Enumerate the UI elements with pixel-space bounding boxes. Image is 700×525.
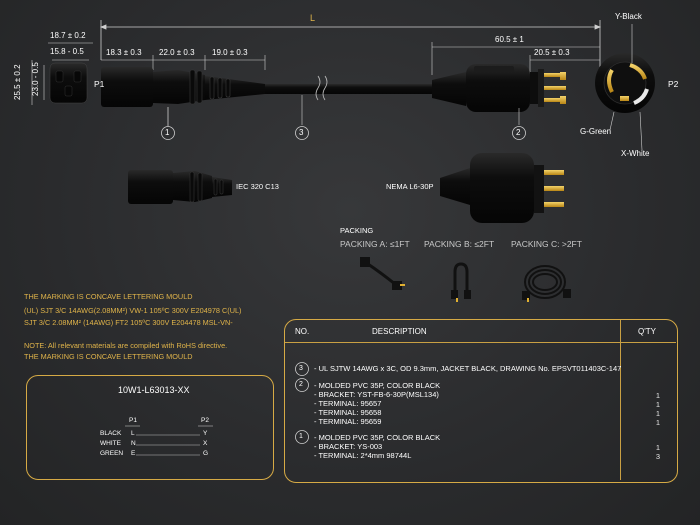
c13-photo [128, 170, 232, 204]
packing-c: PACKING C: >2FT [511, 239, 582, 249]
wiring-lines [125, 425, 213, 456]
bom-line: - TERMINAL: 2*4mm 98744L [314, 451, 412, 460]
dim-mid-lines [101, 42, 600, 75]
packing-title: PACKING [340, 226, 374, 235]
pin-y-black-label: Y-Black [615, 12, 642, 21]
circle-markers [161, 107, 526, 140]
bom-qty: 3 [655, 452, 660, 461]
bom-line: - BRACKET: YST-FB-6-30P(MSL134) [314, 390, 439, 399]
p1-socket-face [49, 62, 88, 104]
l6-30p-plug-drawing [432, 64, 566, 125]
p2-label: P2 [668, 79, 679, 89]
bom-line: - MOLDED PVC 35P, COLOR BLACK [314, 433, 441, 442]
dim-60-5: 60.5 ± 1 [495, 35, 524, 44]
iec-label: IEC 320 C13 [236, 182, 279, 191]
bom-circles [295, 362, 309, 444]
note-marking-1: THE MARKING IS CONCAVE LETTERING MOULD [24, 292, 193, 301]
wiring-row-p1: E [131, 450, 136, 457]
bom-qty: 1 [655, 443, 660, 452]
bom-item-no: 3 [299, 365, 303, 372]
wiring-row-p1: L [131, 430, 135, 437]
note-rohs: NOTE: All relevant materials are compile… [24, 341, 228, 350]
dim-19-0: 19.0 ± 0.3 [212, 48, 248, 57]
bom-qty: 1 [655, 418, 660, 427]
bom-qty-divider [620, 320, 622, 480]
cable-drawing [265, 75, 445, 125]
note-marking-2: THE MARKING IS CONCAVE LETTERING MOULD [24, 352, 193, 361]
note-ul-spec: (UL) SJT 3/C 14AWG(2.08MM²) VW-1 105ºC 3… [24, 306, 242, 315]
dim-18-3: 18.3 ± 0.3 [106, 48, 142, 57]
bom-line: - MOLDED PVC 35P, COLOR BLACK [314, 381, 441, 390]
p2-plug-face [595, 24, 655, 151]
bom-line: - BRACKET: YS-003 [314, 442, 383, 451]
packing-icons [360, 257, 571, 302]
bom-qty: 1 [655, 409, 660, 418]
dim-p1-lines [31, 42, 93, 105]
dim-p1-height1: 25.5 ± 0.2 [13, 64, 22, 100]
wiring-row-p2: Y [203, 430, 208, 437]
wiring-row-color: BLACK [100, 430, 122, 437]
bom-header-description: DESCRIPTION [372, 327, 427, 336]
wiring-row-color: GREEN [100, 450, 124, 457]
note-sjt-spec: SJT 3/C 2.08MM² (14AWG) FT2 105ºC 300V E… [24, 318, 233, 327]
dim-p1-width1: 18.7 ± 0.2 [50, 31, 86, 40]
bom-table [284, 319, 678, 483]
bom-item-no: 1 [299, 433, 303, 440]
bom-qty: 1 [655, 400, 660, 409]
dim-p1-height2: 23.0 - 0.5 [31, 62, 40, 96]
nema-label: NEMA L6-30P [386, 182, 434, 191]
dim-L-line [99, 20, 602, 75]
packing-b: PACKING B: ≤2FT [424, 239, 495, 249]
p1-label: P1 [94, 79, 105, 89]
wiring-row-p2: X [203, 440, 208, 447]
bom-qty: 1 [655, 391, 660, 400]
wiring-col-p1: P1 [129, 417, 137, 424]
callout-2: 2 [516, 128, 521, 137]
wiring-row-p2: G [203, 450, 209, 457]
dim-22-0: 22.0 ± 0.3 [159, 48, 195, 57]
wiring-row-p1: N [131, 440, 136, 447]
callout-3: 3 [299, 128, 304, 137]
part-number: 10W1-L63013-XX [118, 385, 190, 395]
callout-1: 1 [165, 128, 170, 137]
c13-connector-drawing [101, 67, 265, 107]
dim-L-label: L [310, 13, 316, 23]
wiring-col-p2: P2 [201, 417, 209, 424]
bom-line: - TERMINAL: 95658 [314, 408, 382, 417]
wiring-box [26, 375, 274, 480]
bom-line: - UL SJTW 14AWG x 3C, OD 9.3mm, JACKET B… [314, 364, 622, 373]
bom-header-qty: Q'TY [638, 327, 656, 336]
bom-line: - TERMINAL: 95659 [314, 417, 382, 426]
pin-x-white-label: X-White [621, 149, 650, 158]
dim-20-5: 20.5 ± 0.3 [534, 48, 570, 57]
bom-line: - TERMINAL: 95657 [314, 399, 382, 408]
wiring-row-color: WHITE [100, 440, 121, 447]
l6-30p-photo [440, 153, 564, 223]
dim-p1-width2: 15.8 - 0.5 [50, 47, 84, 56]
bom-header-divider [285, 342, 676, 344]
pin-g-green-label: G-Green [580, 127, 612, 136]
packing-a: PACKING A: ≤1FT [340, 239, 410, 249]
bom-item-no: 2 [299, 381, 303, 388]
bom-header-no: NO. [295, 327, 310, 336]
